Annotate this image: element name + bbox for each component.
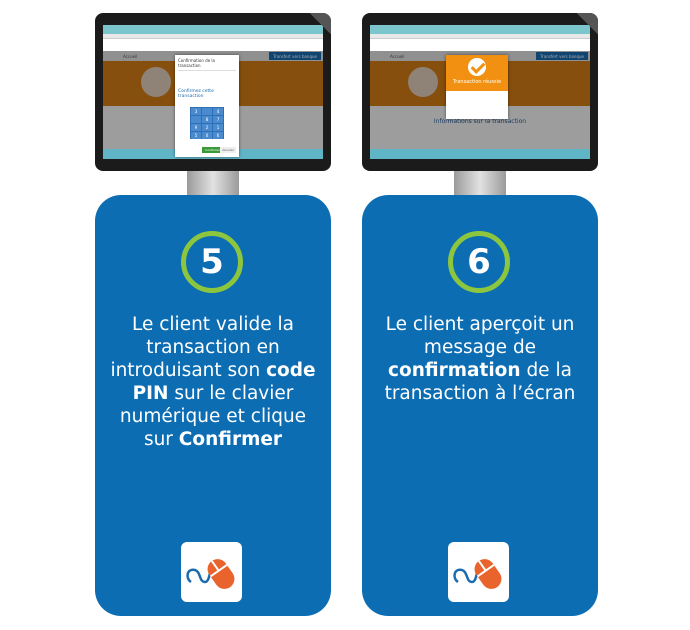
text-part: sur le clavier numérique et clique sur — [119, 383, 307, 450]
key[interactable]: 4 — [213, 108, 223, 115]
browser-tabbar — [370, 25, 590, 34]
key[interactable]: 7 — [213, 116, 223, 123]
cancel-button[interactable]: Annuler — [220, 147, 236, 153]
key[interactable]: 1 — [213, 124, 223, 131]
key[interactable] — [202, 108, 212, 115]
mouse-click-logo — [448, 542, 509, 602]
nav-transfer: Transfert vers banque — [536, 52, 588, 60]
step-description: Le client valide la transaction en intro… — [105, 313, 321, 451]
screen-pin-confirmation: Accueil Transfert vers banque Confirmatio… — [103, 25, 323, 159]
text-part: Le client aperçoit un message de — [385, 314, 575, 358]
nav-home: Accueil — [390, 54, 405, 59]
pin-modal: Confirmation de la transaction Confirmez… — [175, 55, 239, 157]
text-bold: code PIN — [132, 360, 316, 404]
success-message — [446, 91, 508, 103]
text-bold: Confirmer — [178, 429, 283, 450]
success-title: Transaction réussie — [452, 79, 502, 85]
text-part: Le client valide la transaction en intro… — [110, 314, 294, 381]
address-bar — [370, 34, 590, 39]
browser-tabbar — [103, 25, 323, 34]
key[interactable] — [191, 116, 201, 123]
nav-home: Accueil — [123, 54, 138, 59]
monitor-stand — [187, 171, 239, 197]
taskbar — [370, 149, 590, 159]
checkmark-icon — [468, 58, 486, 76]
key[interactable]: 9 — [191, 124, 201, 131]
bank-icon — [141, 67, 171, 97]
success-modal: Transaction réussie — [446, 55, 508, 119]
modal-title: Confirmation de la transaction — [178, 58, 236, 71]
mouse-click-logo — [181, 542, 242, 602]
key[interactable]: 3 — [191, 108, 201, 115]
step-description: Le client aperçoit un message de confirm… — [372, 313, 588, 405]
screen-success: Accueil Transfert vers banque Information… — [370, 25, 590, 159]
step-5: Accueil Transfert vers banque Confirmatio… — [95, 0, 331, 630]
step-card: 5 Le client valide la transaction en int… — [95, 195, 331, 616]
nav-transfer: Transfert vers banque — [269, 52, 321, 60]
step-number: 5 — [181, 231, 243, 293]
modal-heading: Confirmez cette transaction — [178, 89, 214, 99]
confirm-button[interactable]: Confirmer — [202, 147, 223, 153]
bank-icon — [408, 67, 438, 97]
app-header — [370, 39, 590, 51]
key[interactable]: 0 — [202, 132, 212, 139]
text-bold: confirmation — [388, 360, 521, 381]
step-6: Accueil Transfert vers banque Information… — [362, 0, 598, 630]
monitor-stand — [454, 171, 506, 197]
key[interactable]: 5 — [191, 132, 201, 139]
info-title: Informations sur la transaction — [433, 118, 527, 125]
key[interactable]: 6 — [213, 132, 223, 139]
monitor: Accueil Transfert vers banque Confirmatio… — [95, 13, 331, 171]
key[interactable]: 8 — [202, 116, 212, 123]
text-part: de la transaction à l’écran — [384, 360, 576, 404]
address-bar — [103, 34, 323, 39]
app-header — [103, 39, 323, 51]
key[interactable]: 2 — [202, 124, 212, 131]
step-number: 6 — [448, 231, 510, 293]
monitor: Accueil Transfert vers banque Information… — [362, 13, 598, 171]
step-card: 6 Le client aperçoit un message de confi… — [362, 195, 598, 616]
